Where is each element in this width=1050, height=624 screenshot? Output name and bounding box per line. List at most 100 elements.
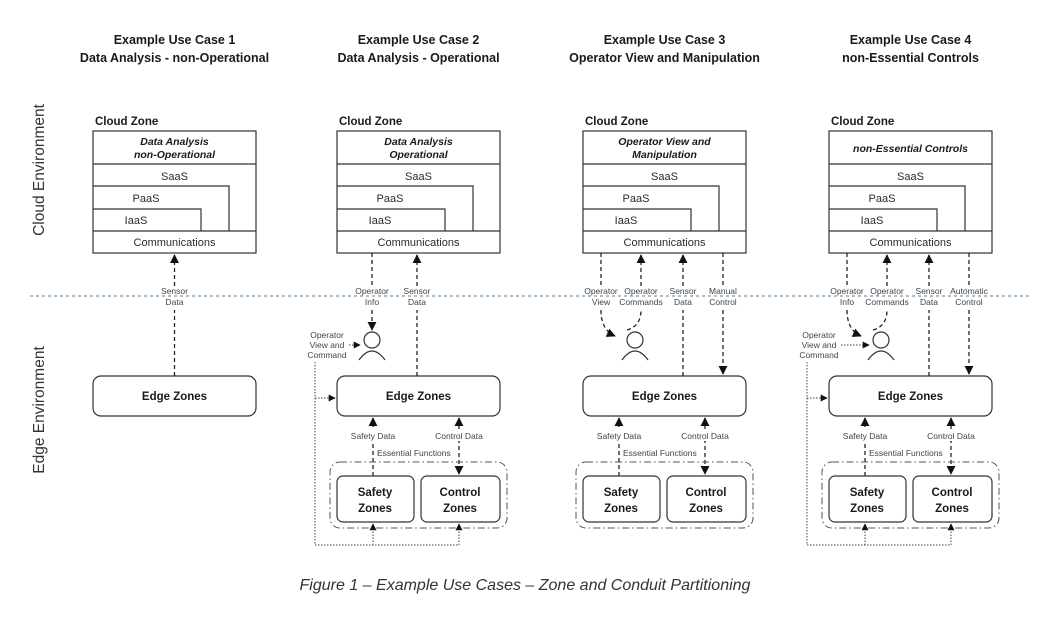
safety-zones-label: Safety xyxy=(850,487,885,499)
communications-layer: Communications xyxy=(134,237,216,249)
operator-icon xyxy=(621,331,649,361)
conduit-label: Data xyxy=(408,297,426,307)
cloud-zone-box: Operator View andManipulationSaaSPaaSIaa… xyxy=(582,130,747,254)
cloud-zone-label: Cloud Zone xyxy=(831,116,894,128)
control-zones-label: Control xyxy=(686,487,727,499)
safety-zones-label: Safety xyxy=(604,487,639,499)
safety-zones-label: Safety xyxy=(358,487,393,499)
conduit-label: Operator xyxy=(624,286,658,296)
saas-layer: SaaS xyxy=(651,171,678,183)
operator-label-line: Command xyxy=(799,350,838,360)
safety-data-label: Safety Data xyxy=(597,431,642,441)
control-data-label: Control Data xyxy=(435,431,483,441)
conduit-label: Operator xyxy=(830,286,864,296)
conduit-label: Info xyxy=(840,297,854,307)
use-case-subtitle: non-Essential Controls xyxy=(842,51,979,65)
operator-icon xyxy=(867,331,895,361)
use-case-title: Example Use Case 2 xyxy=(358,33,480,47)
communications-layer: Communications xyxy=(870,237,952,249)
conduit-label: Commands xyxy=(619,297,662,307)
saas-layer: SaaS xyxy=(897,171,924,183)
cloud-zone-box: Data AnalysisOperationalSaaSPaaSIaaSComm… xyxy=(336,130,501,254)
operator-icon xyxy=(358,331,386,361)
conduit-label: Operator xyxy=(870,286,904,296)
essential-functions-label: Essential Functions xyxy=(869,448,943,458)
cloud-zone-header: Manipulation xyxy=(632,149,697,161)
conduit-label: Control xyxy=(955,297,983,307)
cloud-zone-label: Cloud Zone xyxy=(95,116,158,128)
conduits: OperatorViewOperatorCommandsSensorDataMa… xyxy=(584,253,737,376)
communications-layer: Communications xyxy=(378,237,460,249)
operator-feed-line xyxy=(314,362,463,546)
cloud-environment-label: Cloud Environment xyxy=(31,103,48,236)
saas-layer: SaaS xyxy=(161,171,188,183)
conduit-label: Automatic xyxy=(950,286,989,296)
conduit-label: Data xyxy=(166,297,184,307)
safety-zones-label: Zones xyxy=(604,503,638,515)
safety-zones-label: Zones xyxy=(358,503,392,515)
conduit-label: View xyxy=(592,297,611,307)
conduit-label: Operator xyxy=(584,286,618,296)
cloud-zone-box: Data Analysisnon-OperationalSaaSPaaSIaaS… xyxy=(92,130,257,254)
edge-environment-label: Edge Environment xyxy=(31,346,48,474)
control-zones-label: Control xyxy=(440,487,481,499)
use-case-title: Example Use Case 4 xyxy=(850,33,972,47)
paas-layer: PaaS xyxy=(133,193,160,205)
conduit-label: Sensor xyxy=(161,286,188,296)
control-data-label: Control Data xyxy=(681,431,729,441)
use-case-4: Example Use Case 4 non-Essential Controls… xyxy=(799,33,1000,546)
use-case-2: Example Use Case 2 Data Analysis - Operat… xyxy=(307,33,508,546)
conduit-label: Operator xyxy=(355,286,389,296)
cloud-zone-header: non-Operational xyxy=(134,149,216,161)
iaas-layer: IaaS xyxy=(861,215,884,227)
safety-data-label: Safety Data xyxy=(843,431,888,441)
cloud-zone-header: Data Analysis xyxy=(140,136,209,148)
cloud-zone-header: Data Analysis xyxy=(384,136,453,148)
safety-data-label: Safety Data xyxy=(351,431,396,441)
use-case-subtitle: Data Analysis - non-Operational xyxy=(80,51,269,65)
cloud-zone-box: non-Essential ControlsSaaSPaaSIaaSCommun… xyxy=(828,130,993,254)
use-case-title: Example Use Case 1 xyxy=(114,33,236,47)
edge-zones-label: Edge Zones xyxy=(386,391,451,403)
edge-zones-label: Edge Zones xyxy=(878,391,943,403)
edge-zones-box: Edge Zones xyxy=(828,375,993,417)
use-case-title: Example Use Case 3 xyxy=(604,33,726,47)
edge-zones-box: Edge Zones xyxy=(582,375,747,417)
conduit-label: Data xyxy=(674,297,692,307)
safety-zones-label: Zones xyxy=(850,503,884,515)
control-zones-label: Zones xyxy=(935,503,969,515)
cloud-zone-label: Cloud Zone xyxy=(339,116,402,128)
edge-zones-box: Edge Zones xyxy=(92,375,257,417)
control-data-label: Control Data xyxy=(927,431,975,441)
edge-zones-label: Edge Zones xyxy=(142,391,207,403)
operator-label-line: Operator xyxy=(310,330,344,340)
operator-feed-line xyxy=(806,362,955,546)
use-case-1: Example Use Case 1 Data Analysis - non-Op… xyxy=(80,33,269,417)
essential-functions-label: Essential Functions xyxy=(377,448,451,458)
figure-caption: Figure 1 – Example Use Cases – Zone and … xyxy=(299,577,751,594)
iaas-layer: IaaS xyxy=(369,215,392,227)
control-zones-label: Zones xyxy=(443,503,477,515)
use-case-subtitle: Data Analysis - Operational xyxy=(337,51,499,65)
